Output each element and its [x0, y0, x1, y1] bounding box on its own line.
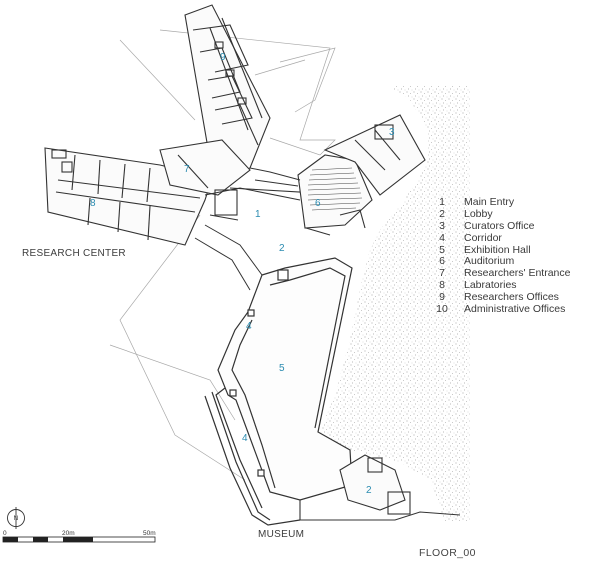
floor-label: FLOOR_00: [419, 547, 476, 559]
legend-item: 8 Labratories: [420, 278, 595, 292]
room-number-8: 8: [90, 198, 96, 209]
legend-number: 4: [439, 231, 445, 244]
room-number-1: 1: [255, 209, 261, 220]
legend-number: 6: [439, 255, 445, 268]
legend-name: Researchers Offices: [464, 290, 559, 303]
legend-number: 5: [439, 243, 445, 256]
legend-name: Lobby: [464, 208, 493, 221]
legend-name: Auditorium: [464, 255, 515, 268]
legend-item: 10 Administrative Offices: [420, 303, 595, 315]
room-legend: 1 Main Entry 2 Lobby 3 Curators Office 4 Corrid…: [420, 197, 595, 315]
research-center-label: RESEARCH CENTER: [22, 248, 126, 259]
museum-label: MUSEUM: [258, 529, 304, 540]
legend-item: 5 Exhibition Hall: [420, 244, 595, 256]
room-number-4-corridor-upper: 4: [246, 321, 252, 332]
entrance-block: [159, 139, 251, 196]
room-number-5: 5: [279, 363, 285, 374]
room-number-2-south-lobby: 2: [366, 485, 372, 496]
room-number-3: 3: [389, 127, 395, 138]
legend-number: 9: [439, 290, 445, 303]
legend-name: Main Entry: [464, 196, 515, 209]
legend-number: 2: [439, 208, 445, 221]
room-number-6: 6: [315, 198, 321, 209]
scale-label-50m: 50m: [143, 530, 156, 537]
legend-item: 3 Curators Office: [420, 219, 595, 233]
legend-number: 3: [439, 219, 445, 232]
scale-label-zero: 0: [3, 530, 7, 537]
legend-item: 6 Auditorium: [420, 256, 595, 268]
scale-bar: 0 20m 50m: [2, 530, 156, 543]
north-arrow: N: [7, 507, 25, 529]
legend-name: Administrative Offices: [464, 302, 566, 315]
legend-number: 1: [439, 196, 445, 209]
north-wing: [184, 4, 271, 181]
legend-item: 9 Researchers Offices: [420, 291, 595, 303]
legend-name: Exhibition Hall: [464, 243, 531, 256]
legend-name: Labratories: [464, 278, 517, 291]
legend-name: Curators Office: [464, 219, 535, 232]
legend-number: 8: [439, 278, 445, 291]
museum-block: [204, 257, 353, 526]
room-number-7: 7: [184, 164, 190, 175]
auditorium-block: [297, 114, 426, 236]
connecting-corridor: [194, 167, 301, 291]
terrain-stipple-fill: [318, 86, 470, 522]
room-number-2-lobby: 2: [279, 243, 285, 254]
south-lobby-block: [299, 454, 461, 521]
legend-name: Corridor: [464, 231, 502, 244]
north-arrow-letter: N: [14, 515, 19, 522]
room-number-9: 9: [220, 52, 226, 63]
scale-label-20m: 20m: [62, 530, 75, 537]
legend-item: 2 Lobby: [420, 209, 595, 221]
room-number-4-corridor-lower: 4: [242, 433, 248, 444]
legend-number: 10: [436, 302, 448, 315]
legend-number: 7: [439, 267, 445, 280]
legend-item: 1 Main Entry: [420, 197, 595, 209]
legend-item: 4 Corridor: [420, 232, 595, 244]
legend-item: 7 Researchers' Entrance: [420, 268, 595, 280]
site-lines: [109, 29, 346, 481]
legend-name: Researchers' Entrance: [464, 267, 571, 280]
